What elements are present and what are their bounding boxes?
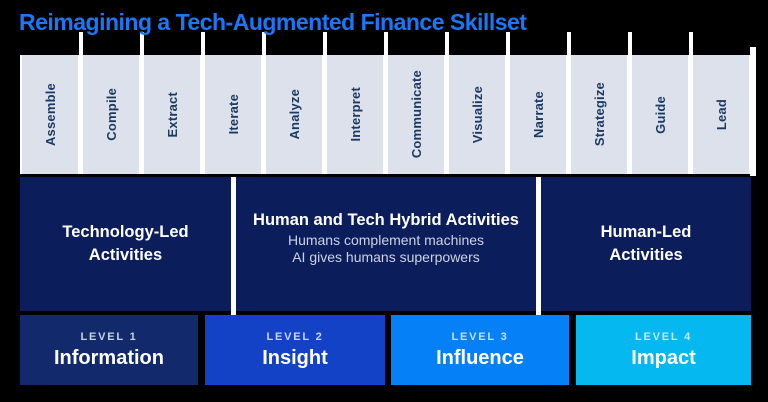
skill-label: Compile [103,88,119,141]
skills-row: Assemble Compile Extract Iterate Analyze… [20,55,751,174]
skill-column-compile: Compile [83,55,139,174]
level-name: Information [54,346,164,369]
level-3-influence: LEVEL 3 Influence [391,315,569,385]
column-gap-tick [201,32,205,57]
column-gap-tick [79,32,83,57]
level-2-insight: LEVEL 2 Insight [205,315,385,385]
skill-column-strategize: Strategize [571,55,627,174]
skill-column-extract: Extract [144,55,200,174]
skill-label: Visualize [469,85,485,144]
level-label: LEVEL 4 [634,330,693,343]
column-gap-tick [506,32,510,57]
level-name: Influence [436,346,524,369]
skill-label: Strategize [591,82,607,147]
skill-column-communicate: Communicate [388,55,444,174]
skill-label: Guide [652,95,668,134]
skill-column-interpret: Interpret [327,55,383,174]
skill-column-narrate: Narrate [510,55,566,174]
column-gap-tick [445,32,449,57]
band-subtitle: Humans complement machines [287,232,485,248]
level-name: Insight [262,346,328,369]
skill-label: Lead [713,98,729,131]
skill-label: Communicate [408,70,424,159]
skill-label: Narrate [530,91,546,138]
column-gap-tick [323,32,327,57]
band-section-title: Human-Led Activities [600,223,692,264]
skill-column-iterate: Iterate [205,55,261,174]
band-human-led: Human-Led Activities [541,177,751,311]
columns-right-border [750,47,756,176]
level-label: LEVEL 2 [266,330,324,343]
level-4-impact: LEVEL 4 Impact [576,315,751,385]
column-gap-tick [140,32,144,57]
skill-label: Extract [164,91,180,138]
level-name: Impact [631,346,696,369]
activities-band: Technology-Led Activities Human and Tech… [20,177,751,318]
skill-label: Analyze [286,89,302,140]
column-gap-tick [628,32,632,57]
column-gap-tick [262,32,266,57]
skill-column-lead: Lead [693,55,749,174]
band-subtitle: AI gives humans superpowers [292,249,480,265]
skill-label: Iterate [225,94,241,135]
level-label: LEVEL 3 [451,330,509,343]
skill-column-visualize: Visualize [449,55,505,174]
skill-column-assemble: Assemble [22,55,78,174]
column-gap-tick [384,32,388,57]
skill-label: Interpret [347,87,363,142]
band-technology-led: Technology-Led Activities [20,177,231,311]
page-title: Reimagining a Tech-Augmented Finance Ski… [19,9,527,35]
levels-row: LEVEL 1 Information LEVEL 2 Insight LEVE… [0,315,768,385]
level-label: LEVEL 1 [80,330,138,343]
skill-column-analyze: Analyze [266,55,322,174]
skill-column-guide: Guide [632,55,688,174]
band-section-title: Human and Tech Hybrid Activities [253,211,519,229]
skill-label: Assemble [42,82,58,147]
column-gap-tick [689,32,693,57]
band-divider-narrate [536,177,541,318]
band-section-title: Technology-Led Activities [62,223,189,264]
band-divider-iterate [231,177,236,318]
column-gap-tick [567,32,571,57]
band-hybrid: Human and Tech Hybrid Activities Humans … [236,177,536,311]
level-1-information: LEVEL 1 Information [20,315,198,385]
